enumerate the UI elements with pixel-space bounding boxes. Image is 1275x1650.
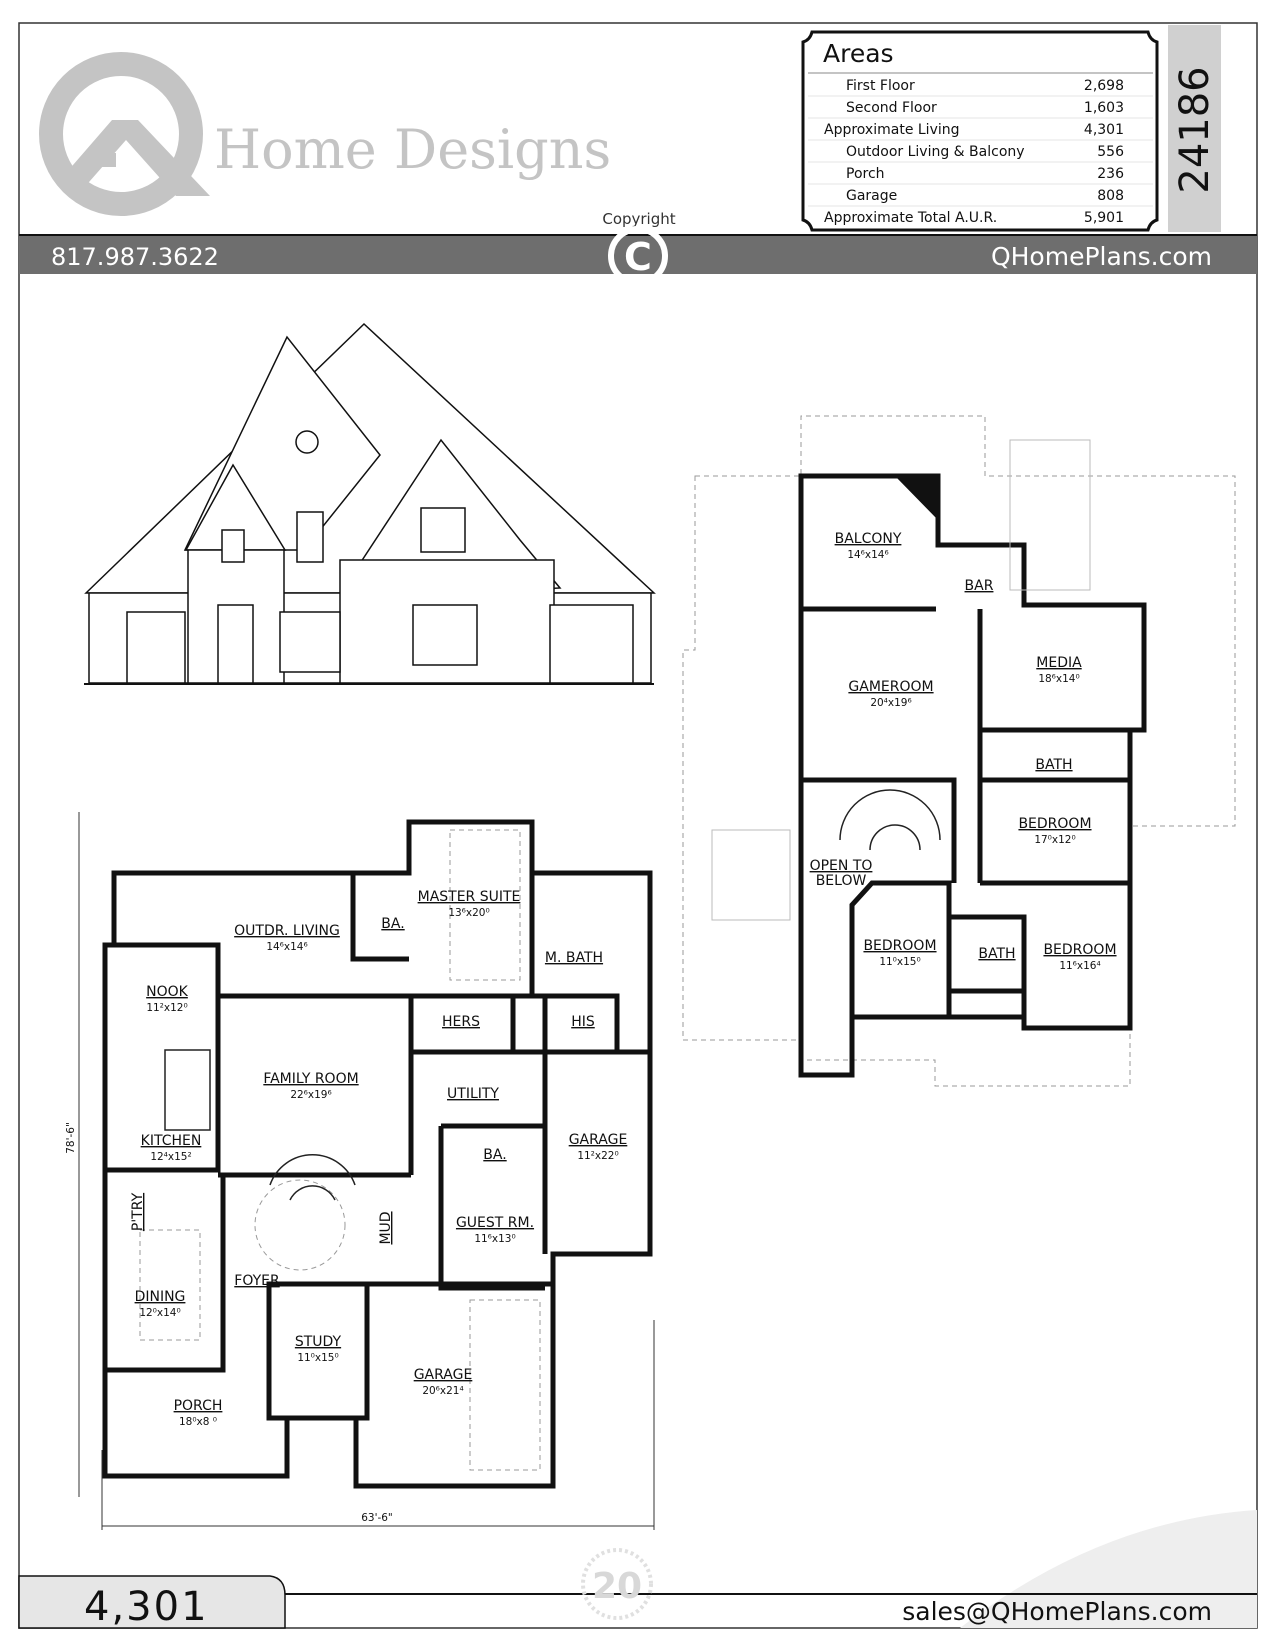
- room-label: NOOK: [146, 984, 189, 1000]
- svg-text:20: 20: [592, 1566, 642, 1607]
- areas-row-value: 1,603: [1084, 100, 1124, 116]
- room-dimensions: 13⁶x20⁰: [448, 907, 489, 919]
- room-label: FAMILY ROOM: [263, 1071, 358, 1087]
- room-dimensions: 11⁶x16⁴: [1059, 960, 1100, 972]
- room-dimensions: 11⁶x13⁰: [474, 1233, 515, 1245]
- room-label: BEDROOM: [1018, 816, 1091, 832]
- room-dimensions: 17⁰x12⁰: [1034, 834, 1075, 846]
- room-dimensions: 11⁰x15⁰: [879, 956, 920, 968]
- room-label: M. BATH: [545, 950, 603, 966]
- room-dimensions: 11²x12⁰: [146, 1002, 187, 1014]
- areas-row-label: Porch: [846, 166, 885, 182]
- room-label: HIS: [571, 1014, 595, 1030]
- room-dimensions: 14⁶x14⁶: [847, 549, 888, 561]
- room-label: BALCONY: [835, 531, 902, 547]
- second-floor-plan: BALCONY 14⁶x14⁶ BAR MEDIA 18⁶x14⁰ GAMEROOM 20⁴…: [682, 415, 1236, 1087]
- footer-swoosh: [960, 1510, 1257, 1628]
- front-elevation: [84, 322, 656, 685]
- room-dimensions: 20⁴x19⁶: [870, 697, 911, 709]
- logo-text: Home Designs: [214, 118, 611, 181]
- room-label: DINING: [135, 1289, 186, 1305]
- room-label: BA.: [381, 916, 404, 932]
- areas-row-value: 5,901: [1084, 210, 1124, 226]
- company-logo: Home Designs: [39, 52, 611, 216]
- room-dimensions: 11⁰x15⁰: [297, 1352, 338, 1364]
- room-dimensions: 20⁶x21⁴: [422, 1385, 463, 1397]
- room-label: STUDY: [295, 1334, 342, 1350]
- room-dimensions: 18⁰x8 ⁰: [179, 1416, 217, 1428]
- copyright-icon: [608, 226, 668, 286]
- first-floor-plan: 78'-6" 63'-6" OUTDR. LIVING 14⁶x14⁶ BA. MAS…: [65, 812, 655, 1530]
- areas-title: Areas: [823, 39, 894, 68]
- room-label: BAR: [965, 578, 994, 594]
- living-area-tab: [18, 1575, 286, 1629]
- areas-row-value: 2,698: [1084, 78, 1124, 94]
- areas-row-label: Approximate Living: [824, 122, 960, 138]
- room-label: GARAGE: [414, 1367, 473, 1383]
- room-label: BATH: [978, 946, 1015, 962]
- living-area-total: 4,301: [84, 1584, 209, 1630]
- copyright-symbol: C: [624, 235, 652, 279]
- room-dimensions: 12⁰x14⁰: [139, 1307, 180, 1319]
- areas-row-value: 4,301: [1084, 122, 1124, 138]
- room-dimensions: 11²x22⁰: [577, 1150, 618, 1162]
- room-dimensions: BELOW: [816, 873, 867, 889]
- room-label: PORCH: [174, 1398, 223, 1414]
- plan-number: 24186: [1172, 66, 1218, 193]
- anniversary-badge-icon: 20: [581, 1548, 653, 1620]
- phone-number[interactable]: 817.987.3622: [51, 243, 219, 271]
- website-link[interactable]: QHomePlans.com: [991, 242, 1212, 271]
- page-border: [18, 22, 1258, 1629]
- room-label: P'TRY: [130, 1192, 146, 1231]
- areas-row-value: 556: [1097, 144, 1124, 160]
- room-dimensions: 22⁶x19⁶: [290, 1089, 331, 1101]
- room-label: MUD: [378, 1211, 394, 1244]
- areas-row-label: Approximate Total A.U.R.: [824, 210, 997, 226]
- room-label: KITCHEN: [141, 1133, 202, 1149]
- room-label: OPEN TO: [810, 858, 873, 874]
- areas-row-label: Garage: [846, 188, 897, 204]
- width-dimension: 63'-6": [361, 1512, 393, 1524]
- room-label: HERS: [442, 1014, 480, 1030]
- room-label: BEDROOM: [863, 938, 936, 954]
- roof-outline: [682, 415, 1236, 1087]
- room-label: GUEST RM.: [456, 1215, 534, 1231]
- copyright-label: Copyright: [602, 210, 675, 228]
- room-label: OUTDR. LIVING: [234, 923, 340, 939]
- depth-dimension: 78'-6": [65, 1122, 77, 1154]
- areas-row-label: First Floor: [846, 78, 915, 94]
- logo-window-icon: [102, 153, 116, 167]
- room-dimensions: 12⁴x15²: [150, 1151, 191, 1163]
- areas-row-value: 236: [1097, 166, 1124, 182]
- room-dimensions: 18⁶x14⁰: [1038, 673, 1079, 685]
- room-label: UTILITY: [447, 1086, 499, 1102]
- room-label: BATH: [1035, 757, 1072, 773]
- plan-number-strip: [1168, 25, 1221, 232]
- room-dimensions: 14⁶x14⁶: [266, 941, 307, 953]
- sales-email-link[interactable]: sales@QHomePlans.com: [902, 1597, 1212, 1626]
- logo-house-roof-icon: [60, 120, 210, 196]
- room-label: GAMEROOM: [848, 679, 933, 695]
- room-label: BEDROOM: [1043, 942, 1116, 958]
- room-label: FOYER: [234, 1273, 280, 1289]
- areas-row-label: Second Floor: [846, 100, 937, 116]
- room-label: MEDIA: [1036, 655, 1082, 671]
- room-label: MASTER SUITE: [418, 889, 521, 905]
- areas-row-label: Outdoor Living & Balcony: [846, 144, 1025, 160]
- header-bar: [19, 236, 1257, 274]
- room-label: GARAGE: [569, 1132, 628, 1148]
- areas-row-value: 808: [1097, 188, 1124, 204]
- logo-q-ring: [39, 52, 203, 216]
- room-label: BA.: [483, 1147, 506, 1163]
